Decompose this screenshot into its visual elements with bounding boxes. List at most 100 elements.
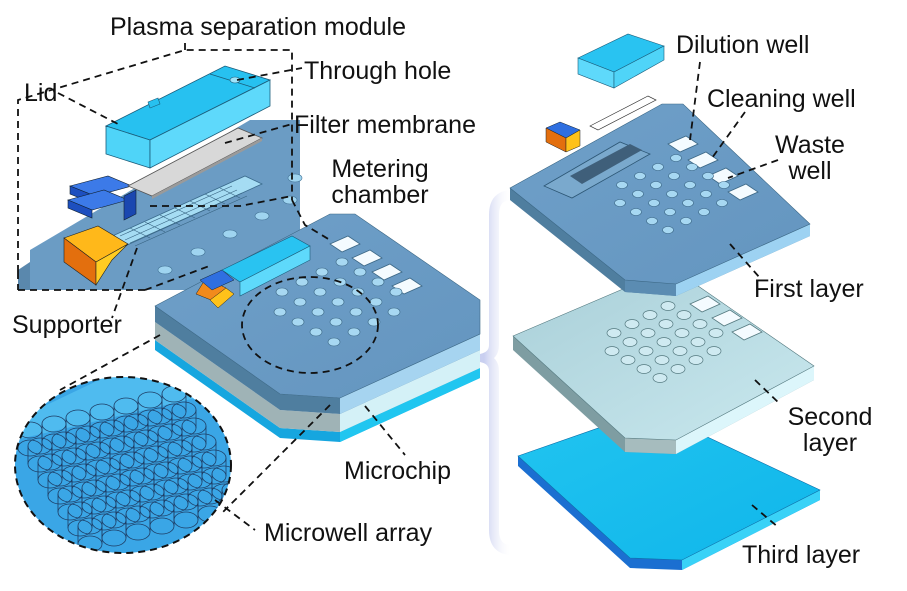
microwell-cylinder-side	[201, 458, 227, 476]
microwell-cylinder-bottom	[37, 471, 63, 489]
microwell-hole	[275, 287, 289, 297]
microwell-hole	[648, 199, 660, 207]
microwell-hole	[672, 346, 688, 356]
microwell-cylinder-bottom	[147, 425, 173, 443]
microwell-hole	[614, 199, 626, 207]
microwell-hole	[311, 307, 325, 317]
microwell-cylinder-bottom	[51, 449, 77, 467]
microwell-cylinder-bottom	[75, 443, 101, 461]
second-layer	[512, 267, 815, 454]
microwell-hole	[700, 190, 712, 198]
microwell-hole	[335, 257, 349, 267]
microwell-cylinder-bottom	[67, 519, 93, 537]
microwell-hole	[708, 328, 724, 338]
microwell-hole	[698, 208, 710, 216]
microwell-hole	[624, 319, 640, 329]
microwell-cylinder-side	[171, 410, 197, 428]
first-layer	[509, 33, 811, 296]
microwell-cylinder-bottom	[47, 487, 73, 505]
microwell-hole	[646, 217, 658, 225]
label-metering-chamber-line2: chamber	[331, 181, 429, 209]
microwell-hole	[636, 364, 652, 374]
label-lid: Lid	[24, 79, 58, 107]
microwell-cylinder-bottom	[57, 503, 83, 521]
microwell-cylinder-bottom	[119, 469, 145, 487]
microwell-cylinder-side	[161, 394, 187, 412]
microwell-cylinder-bottom	[71, 481, 97, 499]
microwell-cylinder-bottom	[65, 427, 91, 445]
microwell-cylinder-bottom	[95, 475, 121, 493]
microwell-hole	[674, 328, 690, 338]
microwell-hole	[652, 163, 664, 171]
lid-part	[104, 65, 272, 169]
microwell-hole	[670, 364, 686, 374]
microwell-cylinder-bottom	[157, 441, 183, 459]
microwell-hole	[690, 337, 706, 347]
microwell-hole	[622, 337, 638, 347]
microwell-cylinder-bottom	[85, 459, 111, 477]
microwell-hole	[692, 319, 708, 329]
microwell-hole	[638, 346, 654, 356]
microwell-hole	[662, 226, 674, 234]
microwell-hole	[313, 287, 327, 297]
microwell-cylinder-bottom	[191, 451, 217, 469]
microwell-hole	[676, 310, 692, 320]
microwell-hole	[664, 208, 676, 216]
microwell-hole	[680, 217, 692, 225]
microwell-hole	[670, 154, 682, 162]
microwell-hole	[616, 181, 628, 189]
grouping-brace	[466, 190, 513, 555]
microwell-hole	[656, 337, 672, 347]
microwell-hole	[329, 317, 343, 327]
microwell-hole	[293, 297, 307, 307]
microwell-hole	[716, 199, 728, 207]
microwell-hole	[371, 277, 385, 287]
microwell-hole	[315, 267, 329, 277]
microwell-hole	[634, 172, 646, 180]
microwell-hole	[668, 172, 680, 180]
microwell-cylinder-bottom	[139, 501, 165, 519]
microwell-cylinder-bottom	[187, 489, 213, 507]
microwell-cylinder-bottom	[99, 437, 125, 455]
microwell-hole	[654, 355, 670, 365]
microwell-hole	[666, 190, 678, 198]
clamp-part	[67, 175, 137, 221]
microwell-hole	[353, 267, 367, 277]
microwell-hole	[349, 307, 363, 317]
microwell-cylinder-bottom	[89, 421, 115, 439]
microwell-cylinder-bottom	[91, 513, 117, 531]
microwell-cylinder-bottom	[133, 447, 159, 465]
label-cleaning-well: Cleaning well	[707, 85, 856, 113]
microwell-cylinder-bottom	[101, 529, 127, 547]
microwell-cylinder-bottom	[61, 465, 87, 483]
microwell-cylinder-side	[191, 442, 217, 460]
microwell-cylinder-bottom	[173, 511, 199, 529]
microwell-hole	[652, 373, 668, 383]
microwell-cylinder-bottom	[115, 507, 141, 525]
microwell-hole	[686, 163, 698, 171]
microwell-hole	[688, 355, 704, 365]
microwell-hole	[702, 172, 714, 180]
microwell-cylinder-bottom	[109, 453, 135, 471]
microwell-cylinder-bottom	[129, 485, 155, 503]
microwell-cylinder-bottom	[125, 523, 151, 541]
label-second-layer-line1: Second	[787, 403, 873, 431]
microwell-hole	[291, 317, 305, 327]
microchip	[154, 213, 481, 442]
microwell-hole	[642, 310, 658, 320]
module-box	[17, 49, 293, 290]
microwell-hole	[660, 301, 676, 311]
microwell-hole	[387, 307, 401, 317]
microwell-cylinder-bottom	[113, 415, 139, 433]
microwell-cylinder-bottom	[149, 517, 175, 535]
label-dilution-well: Dilution well	[676, 31, 810, 59]
microwell-hole	[295, 277, 309, 287]
microwell-hole	[604, 346, 620, 356]
microwell-hole	[389, 287, 403, 297]
microwell-hole	[640, 328, 656, 338]
microwell-cylinder-side	[181, 426, 207, 444]
microwell-cylinder-side	[211, 474, 231, 492]
microwell-cylinder-bottom	[201, 467, 227, 485]
microwell-hole	[718, 181, 730, 189]
